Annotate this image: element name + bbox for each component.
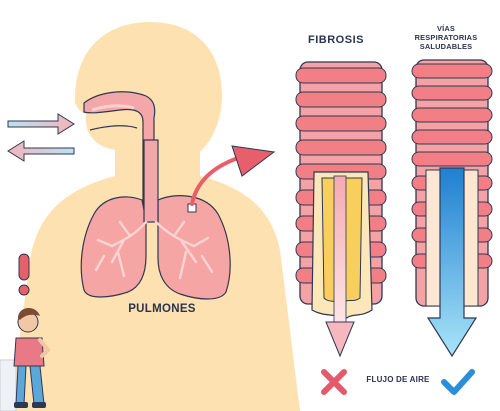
breathing-arrows <box>7 113 75 162</box>
fibrosis-label: FIBROSIS <box>308 34 364 46</box>
healthy-airways-label: VÍAS RESPIRATORIAS SALUDABLES <box>414 24 478 51</box>
healthy-airway <box>411 59 493 358</box>
checkmark-icon <box>441 369 475 395</box>
fibrosis-airway <box>295 61 387 358</box>
lungs <box>80 139 231 300</box>
exclamation-icon <box>18 253 30 296</box>
lungs-label: PULMONES <box>128 303 196 315</box>
zoom-arrow <box>190 145 276 206</box>
airflow-label: FLUJO DE AIRE <box>366 375 430 384</box>
cross-icon <box>321 369 347 395</box>
person-figure <box>0 307 51 411</box>
